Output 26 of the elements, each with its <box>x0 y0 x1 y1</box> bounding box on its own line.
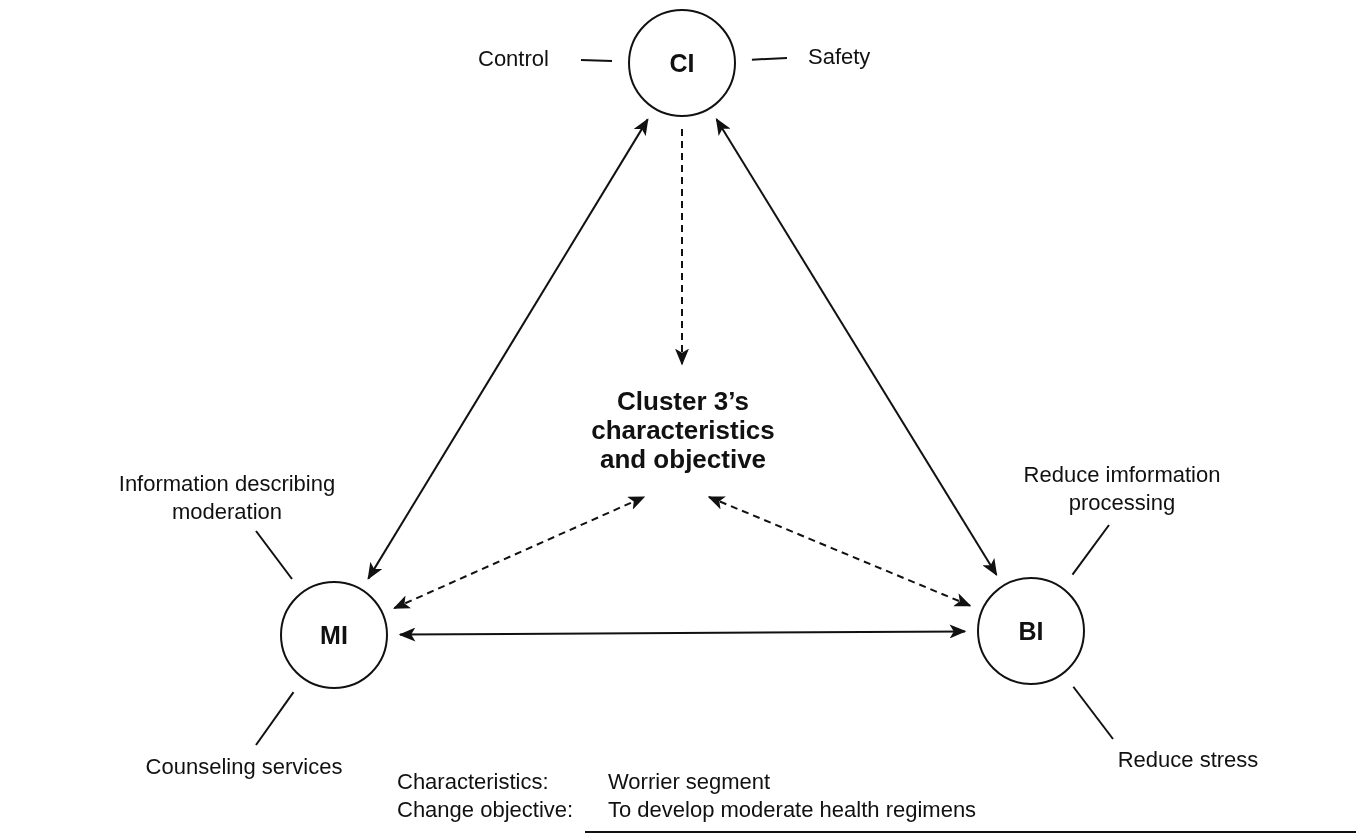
leader-line <box>750 57 788 61</box>
node-label: Counseling services <box>145 753 343 781</box>
node-label: Reduce imformation processing <box>1022 461 1222 517</box>
note-text: To develop moderate health regimens <box>608 797 977 823</box>
arrow <box>715 118 998 576</box>
leader-line <box>1072 685 1114 740</box>
node-label: Reduce stress <box>1117 746 1259 774</box>
note-text: Characteristics: <box>397 769 549 795</box>
node-label: Safety <box>808 43 871 71</box>
leader-line <box>580 59 614 62</box>
node-label: Control <box>478 45 549 73</box>
note-text: Change objective: <box>397 797 574 823</box>
leader-line <box>255 691 295 746</box>
leader-line <box>1071 524 1110 576</box>
note-text: Worrier segment <box>608 769 771 795</box>
circle-node: MI <box>280 581 388 689</box>
node-label: Information describing moderation <box>117 470 337 526</box>
dashed-arrow <box>675 128 689 366</box>
dashed-arrow <box>707 496 972 607</box>
center-heading: Cluster 3’s characteristics and objective <box>590 387 776 474</box>
arrow <box>367 118 649 580</box>
dashed-arrow <box>393 496 646 610</box>
circle-node: CI <box>628 9 736 117</box>
arrow <box>398 624 967 642</box>
leader-line <box>255 530 293 580</box>
circle-node: BI <box>977 577 1085 685</box>
